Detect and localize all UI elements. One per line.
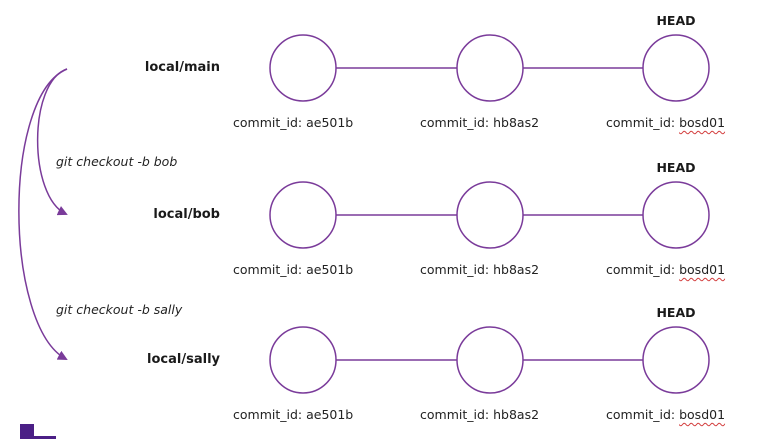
commit-id-prefix: commit_id: (233, 115, 307, 130)
head-label: HEAD (656, 305, 696, 320)
commit-node (269, 181, 337, 249)
commit-id-value: bosd01 (679, 115, 726, 130)
branch-label: local/bob (153, 207, 220, 222)
commit-id-label: commit_id: ae501b (233, 407, 353, 423)
commit-node (456, 326, 524, 394)
commit-id-label: commit_id: hb8as2 (420, 407, 539, 423)
checkout-arrow (36, 68, 68, 216)
checkout-command-label: git checkout -b sally (56, 302, 183, 317)
commit-id-label: commit_id: bosd01 (606, 407, 725, 423)
commit-id-prefix: commit_id: (420, 407, 494, 422)
commit-id-value: hb8as2 (493, 407, 540, 422)
commit-id-label: commit_id: hb8as2 (420, 115, 539, 131)
commit-id-prefix: commit_id: (606, 407, 680, 422)
branch-label: local/sally (147, 352, 220, 367)
branch-label: local/main (144, 60, 220, 75)
commit-id-value: hb8as2 (493, 262, 540, 277)
commit-node (642, 326, 710, 394)
commit-id-prefix: commit_id: (233, 407, 307, 422)
commit-id-value: ae501b (306, 407, 354, 422)
checkout-command-label: git checkout -b bob (56, 154, 178, 169)
commit-node (642, 34, 710, 102)
commit-id-prefix: commit_id: (606, 115, 680, 130)
checkout-arrow (18, 68, 68, 360)
commit-id-prefix: commit_id: (420, 262, 494, 277)
commit-id-label: commit_id: hb8as2 (420, 262, 539, 278)
head-label: HEAD (656, 13, 696, 28)
commit-id-value: ae501b (306, 115, 354, 130)
commit-id-label: commit_id: ae501b (233, 262, 353, 278)
commit-id-prefix: commit_id: (420, 115, 494, 130)
commit-id-prefix: commit_id: (233, 262, 307, 277)
commit-node (269, 34, 337, 102)
brand-logo-icon (20, 424, 56, 439)
commit-id-value: hb8as2 (493, 115, 540, 130)
commit-id-value: bosd01 (679, 407, 726, 422)
commit-id-prefix: commit_id: (606, 262, 680, 277)
commit-node (456, 181, 524, 249)
commit-node (456, 34, 524, 102)
commit-id-value: bosd01 (679, 262, 726, 277)
commit-id-value: ae501b (306, 262, 354, 277)
commit-id-label: commit_id: ae501b (233, 115, 353, 131)
commit-id-label: commit_id: bosd01 (606, 115, 725, 131)
commit-id-label: commit_id: bosd01 (606, 262, 725, 278)
commit-node (642, 181, 710, 249)
head-label: HEAD (656, 160, 696, 175)
commit-node (269, 326, 337, 394)
